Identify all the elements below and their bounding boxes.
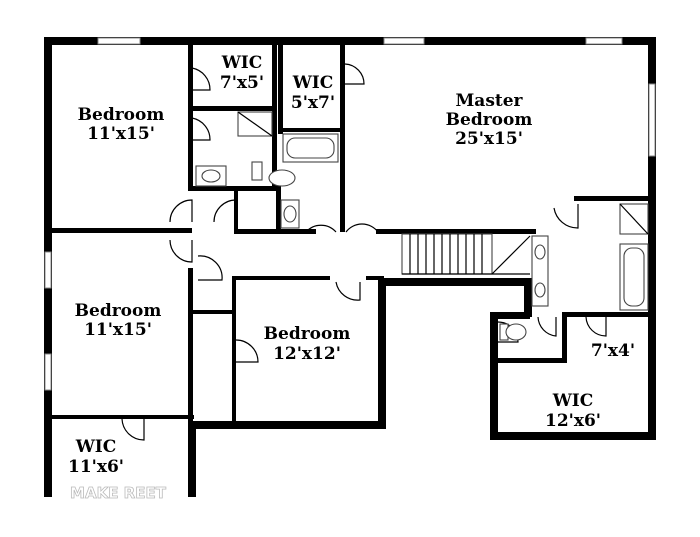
room-size-closet-right: 7'x4' xyxy=(591,341,635,361)
room-size-wic-right: 12'x6' xyxy=(545,411,601,431)
room-name-bedroom-top-left: Bedroom xyxy=(78,105,165,125)
room-size-master: 25'x15' xyxy=(455,129,523,149)
room-name-master-line1: Master xyxy=(455,91,523,111)
room-name-bedroom-mid-left: Bedroom xyxy=(75,301,162,321)
room-labels: Bedroom 11'x15' WIC 7'x5' WIC 5'x7' Mast… xyxy=(68,53,635,477)
room-name-master-line2: Bedroom xyxy=(446,110,533,130)
room-name-wic-top-small: WIC xyxy=(221,53,263,73)
room-size-wic-bottom-left: 11'x6' xyxy=(68,457,124,477)
room-size-bedroom-center: 12'x12' xyxy=(273,344,341,364)
room-size-bedroom-top-left: 11'x15' xyxy=(87,124,155,144)
windows xyxy=(44,37,656,391)
room-size-bedroom-mid-left: 11'x15' xyxy=(84,320,152,340)
room-name-bedroom-center: Bedroom xyxy=(264,324,351,344)
room-size-wic-top-mid: 5'x7' xyxy=(291,93,335,113)
bath-fixtures xyxy=(195,111,649,341)
staircase xyxy=(401,233,531,275)
room-name-wic-top-mid: WIC xyxy=(292,73,334,93)
room-name-wic-right: WIC xyxy=(552,391,594,411)
door-swings xyxy=(121,63,607,441)
watermark-text: MAKE REET xyxy=(70,484,167,502)
room-size-wic-top-small: 7'x5' xyxy=(220,73,264,93)
room-name-wic-bottom-left: WIC xyxy=(75,437,117,457)
